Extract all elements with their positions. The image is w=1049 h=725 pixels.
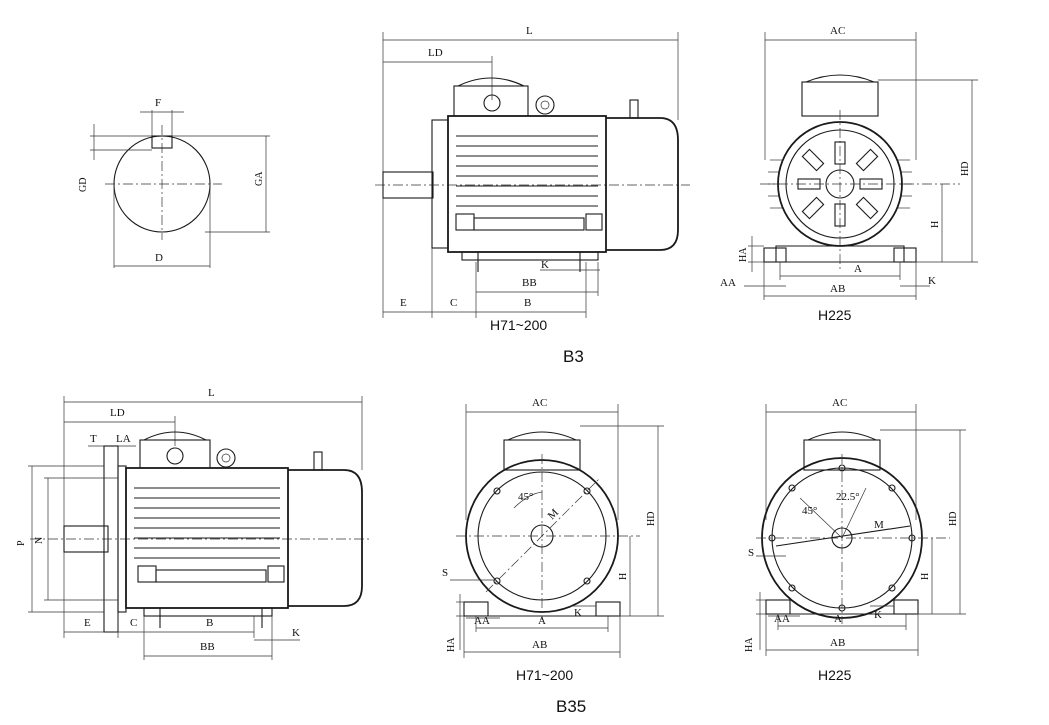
b3-side-view: L LD xyxy=(375,25,690,333)
angle-45-large: 45° xyxy=(802,505,817,517)
b35-front-view-large: AC 45° 22.5° M HD H S xyxy=(744,397,966,683)
dim-K: K xyxy=(541,259,549,271)
dim-AA-b35s: AA xyxy=(474,615,490,627)
dim-C-b35: C xyxy=(130,617,137,629)
dim-P: P xyxy=(16,540,27,546)
caption-b35-large: H225 xyxy=(818,667,852,683)
dim-M-large: M xyxy=(874,519,884,531)
angle-45-small: 45° xyxy=(518,491,533,503)
dim-K-front: K xyxy=(928,275,936,287)
dim-B-b35: B xyxy=(206,617,213,629)
dim-N: N xyxy=(34,537,45,544)
dim-A-b35s: A xyxy=(538,615,546,627)
dim-H: H xyxy=(930,221,941,228)
dim-H-b35l: H xyxy=(920,573,931,580)
dim-GD: GD xyxy=(78,178,89,192)
dim-A: A xyxy=(854,263,862,275)
shaft-end-view: F GD GA D xyxy=(78,97,270,268)
dim-LA: LA xyxy=(116,433,131,445)
dim-L-b35: L xyxy=(208,387,215,399)
dim-H-b35s: H xyxy=(618,573,629,580)
dim-M-small: M xyxy=(546,507,562,523)
dim-E: E xyxy=(400,297,407,309)
dim-C: C xyxy=(450,297,457,309)
dim-HD-b35l: HD xyxy=(948,512,959,526)
dim-AB-b35l: AB xyxy=(830,637,845,649)
dim-AC-b35l: AC xyxy=(832,397,847,409)
dim-B: B xyxy=(524,297,531,309)
dim-LD: LD xyxy=(428,47,443,59)
dim-A-b35l: A xyxy=(834,613,842,625)
dim-HA-b35s: HA xyxy=(446,637,457,652)
dim-HD-b35s: HD xyxy=(646,512,657,526)
dim-AA: AA xyxy=(720,277,736,289)
angle-22-5-large: 22.5° xyxy=(836,491,860,503)
dim-BB: BB xyxy=(522,277,537,289)
dim-HA: HA xyxy=(738,247,749,262)
dim-AB-b35s: AB xyxy=(532,639,547,651)
dim-K-b35l: K xyxy=(874,609,882,621)
dim-AC: AC xyxy=(830,25,845,37)
dim-LD-b35: LD xyxy=(110,407,125,419)
dim-AA-b35l: AA xyxy=(774,613,790,625)
dim-K-b35s: K xyxy=(574,607,582,619)
label-b3: B3 xyxy=(563,347,584,366)
caption-b3-side: H71~200 xyxy=(490,317,547,333)
dim-HA-b35l: HA xyxy=(744,637,755,652)
dim-AB: AB xyxy=(830,283,845,295)
caption-b35-small: H71~200 xyxy=(516,667,573,683)
dim-S-large: S xyxy=(748,547,754,559)
label-b35: B35 xyxy=(556,697,586,716)
dim-D: D xyxy=(155,252,163,264)
dim-L: L xyxy=(526,25,533,37)
caption-b3-front: H225 xyxy=(818,307,852,323)
b3-front-view: AC xyxy=(720,25,978,323)
b35-front-view-small: AC 45° M HD H S HA xyxy=(442,397,664,683)
dim-E-b35: E xyxy=(84,617,91,629)
dim-HD: HD xyxy=(960,162,971,176)
dim-S-small: S xyxy=(442,567,448,579)
dim-T: T xyxy=(90,433,97,445)
dim-K-b35: K xyxy=(292,627,300,639)
dim-AC-b35s: AC xyxy=(532,397,547,409)
b35-side-view: L LD T LA xyxy=(16,387,372,660)
dim-GA: GA xyxy=(254,171,265,186)
dim-F: F xyxy=(155,97,161,109)
dim-BB-b35: BB xyxy=(200,641,215,653)
